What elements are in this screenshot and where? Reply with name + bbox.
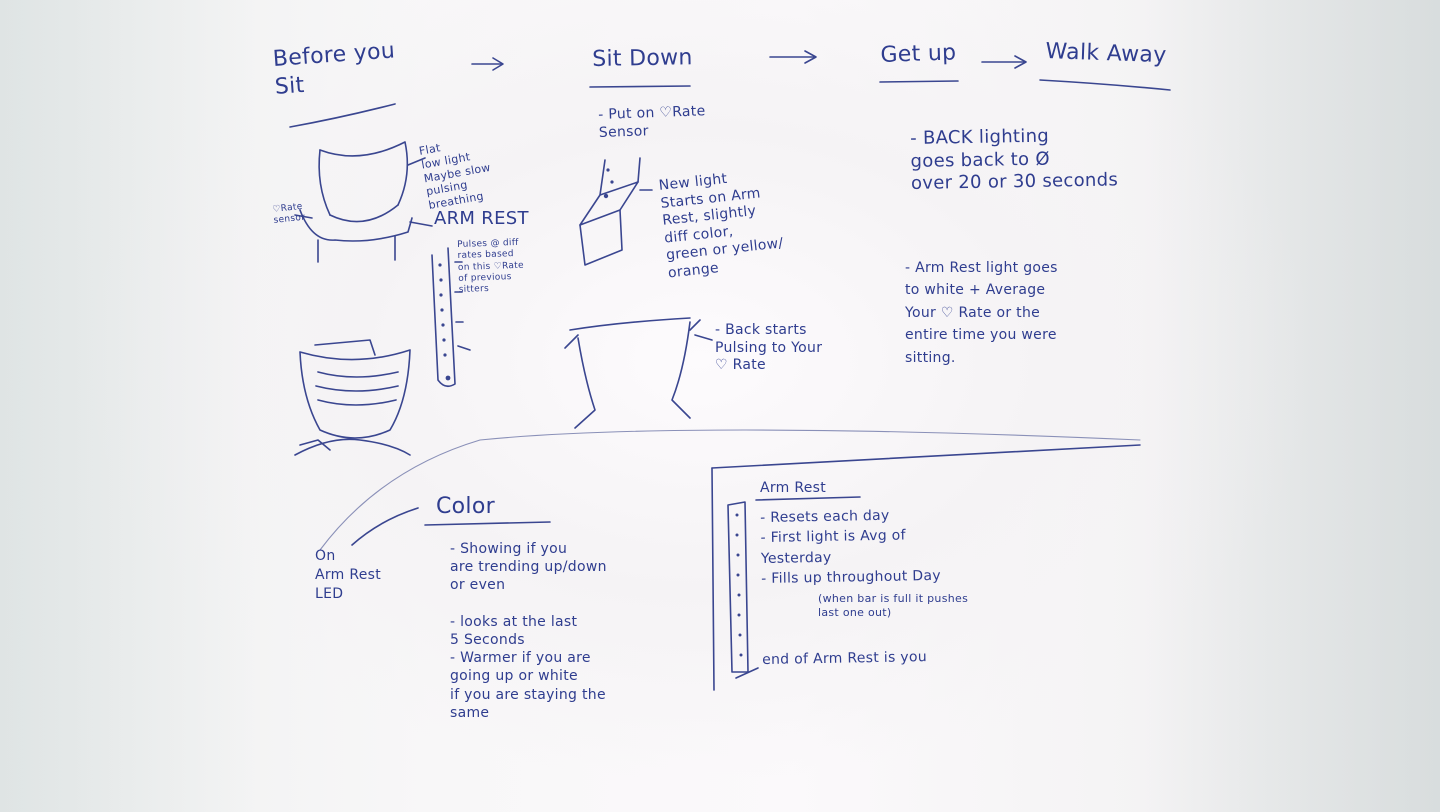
armrest-panel-frame	[711, 444, 1141, 691]
label-on-arm-rest-led: On Arm Rest LED	[315, 548, 382, 602]
heading-color: Color	[436, 494, 495, 519]
note-pulses: Pulses @ diff rates based on this ♡Rate …	[457, 237, 525, 295]
note-arm-rest-light: - Arm Rest light goes to white + Average…	[905, 260, 1058, 366]
underline-getup	[879, 80, 959, 83]
header-sit-down: Sit Down	[592, 45, 693, 72]
underline-sit	[589, 85, 691, 88]
arrow-1	[471, 57, 504, 71]
label-arm-rest: ARM REST	[434, 208, 529, 229]
note-arm-rest-resets: - Resets each day - First light is Avg o…	[760, 507, 942, 587]
note-color-trending: - Showing if you are trending up/down or…	[450, 541, 607, 721]
arrow-2	[769, 50, 817, 64]
chair-sketch-top	[294, 141, 433, 263]
curve-divider	[319, 429, 1141, 551]
armrest-bar-sketch	[431, 247, 471, 388]
note-back-starts: - Back starts Pulsing to Your ♡ Rate	[715, 322, 823, 373]
note-end-of-arm-rest: end of Arm Rest is you	[762, 649, 928, 668]
note-new-light: New light Starts on Arm Rest, slightly d…	[658, 170, 785, 281]
chair-back-sketch	[564, 317, 713, 429]
note-back-lighting: - BACK lighting goes back to Ø over 20 o…	[910, 125, 1119, 194]
connector-color	[351, 507, 419, 546]
armrest-box-sketch	[579, 157, 653, 266]
board-left-shadow	[0, 0, 260, 812]
board-right-shadow	[1140, 0, 1440, 812]
note-flat-low-light: Flat low light Maybe slow pulsing breath…	[418, 141, 492, 212]
underline-walk	[1039, 79, 1171, 91]
note-hr-sensor: ♡Rate sensor	[272, 201, 306, 227]
header-get-up: Get up	[880, 40, 957, 68]
underline-before	[289, 103, 396, 128]
underline-color	[424, 521, 551, 526]
heading-arm-rest: Arm Rest	[760, 480, 827, 496]
note-bar-full: (when bar is full it pushes last one out…	[818, 592, 969, 619]
arrow-3	[981, 55, 1027, 69]
header-walk-away: Walk Away	[1045, 38, 1167, 69]
header-before-you-sit: Before you Sit	[272, 38, 396, 100]
note-put-on-sensor: - Put on ♡Rate Sensor	[598, 103, 706, 141]
chair-sketch-bottom	[294, 339, 411, 456]
